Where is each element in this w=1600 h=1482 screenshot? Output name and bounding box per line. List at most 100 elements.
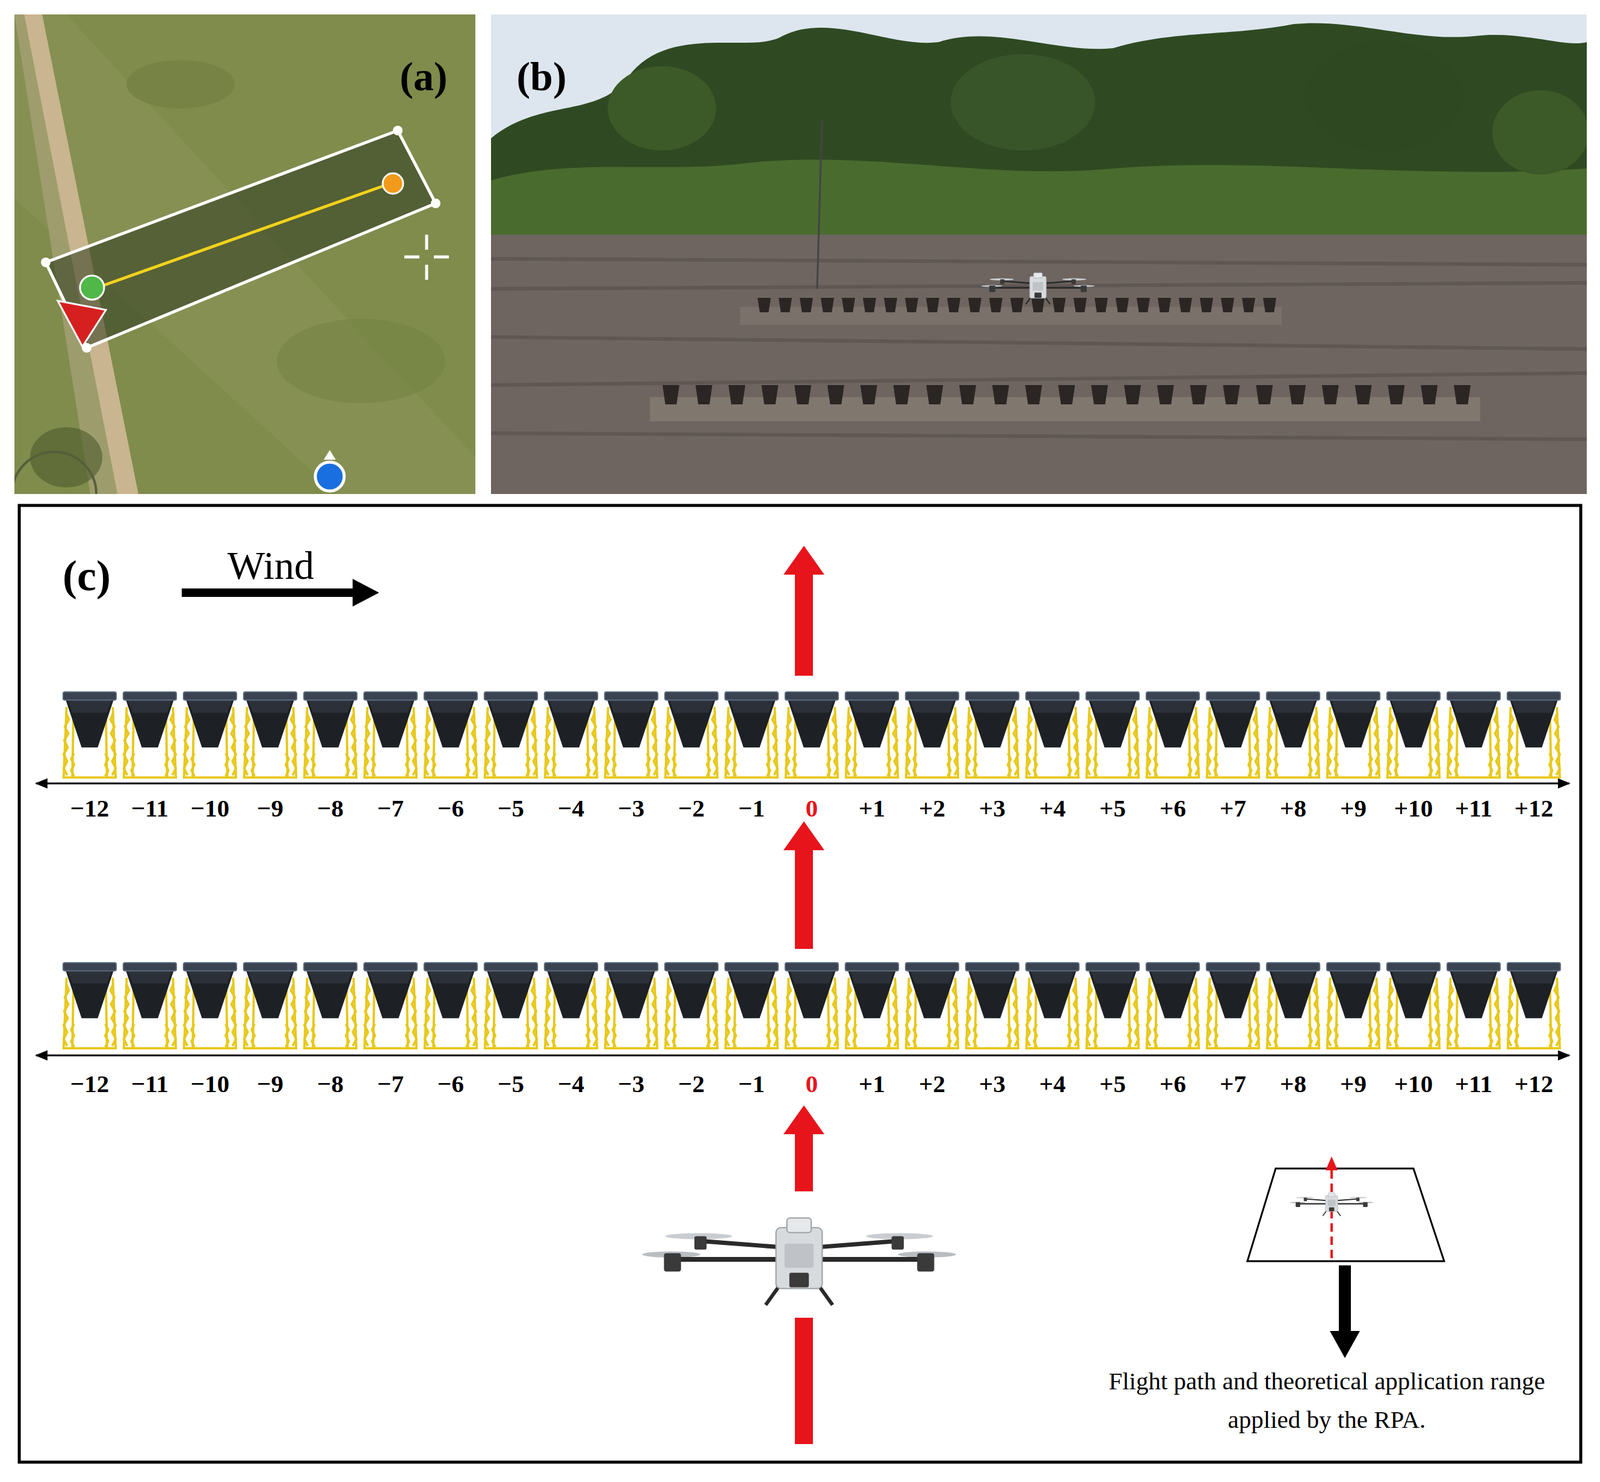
position-number: 0: [805, 1070, 819, 1098]
panel-letter: (a): [399, 54, 448, 100]
position-number: −8: [317, 794, 344, 822]
collector: [604, 962, 659, 1049]
position-number: −1: [738, 794, 765, 822]
collector: [784, 691, 839, 778]
collector: [1326, 691, 1381, 778]
photo-collector: [947, 297, 961, 313]
collector: [182, 962, 238, 1049]
collector-rows: [62, 691, 1561, 1049]
collector: [483, 962, 538, 1049]
photo-collector: [1136, 297, 1150, 313]
photo-collector: [1241, 297, 1256, 313]
position-number: −5: [497, 794, 525, 822]
collector: [423, 962, 478, 1049]
position-number: +4: [1039, 1070, 1066, 1098]
photo-collector: [1073, 297, 1087, 313]
collector: [1205, 691, 1261, 778]
panel-letter: (b): [516, 54, 567, 100]
wind-label: Wind: [227, 543, 315, 588]
photo-collector: [862, 297, 877, 313]
position-number: +6: [1159, 794, 1187, 822]
photo-collector: [1288, 385, 1306, 405]
photo-collector: [905, 297, 919, 313]
position-number: +5: [1099, 794, 1126, 822]
photo-collector: [827, 385, 845, 405]
collector: [965, 962, 1020, 1049]
collector: [1266, 962, 1321, 1049]
photo-collector: [1263, 297, 1277, 313]
position-number: −3: [617, 794, 645, 822]
position-number: +7: [1219, 1070, 1247, 1098]
photo-collector: [968, 297, 982, 313]
position-number: −4: [557, 794, 585, 822]
position-number: −11: [131, 1070, 169, 1098]
collector: [1205, 962, 1261, 1049]
collector: [1506, 691, 1561, 778]
collector: [1326, 962, 1381, 1049]
photo-collector: [1031, 297, 1045, 313]
position-number: +12: [1514, 1070, 1554, 1098]
position-number: +11: [1454, 794, 1493, 822]
collector: [784, 962, 839, 1049]
photo-collector: [1052, 297, 1066, 313]
position-number: +2: [918, 1070, 946, 1098]
collector: [905, 962, 960, 1049]
position-number: +8: [1279, 1070, 1307, 1098]
position-number: +10: [1394, 794, 1433, 822]
photo-collector: [1157, 385, 1174, 405]
collector: [1266, 691, 1321, 778]
collector: [1145, 691, 1200, 778]
photo-collector: [926, 385, 943, 405]
position-number: −7: [377, 794, 404, 822]
collector: [1446, 962, 1501, 1049]
inset-caption: Flight path and theoretical application …: [1086, 1362, 1568, 1439]
photo-collector: [1355, 385, 1372, 405]
position-number: +9: [1340, 794, 1367, 822]
position-number: −6: [437, 1070, 464, 1098]
photo-collector: [926, 297, 940, 313]
position-axis: [36, 783, 1570, 1056]
photo-collector: [1453, 385, 1471, 405]
photo-collector: [860, 385, 878, 405]
photo-collector: [1322, 385, 1339, 405]
collector: [543, 962, 599, 1049]
position-number: −9: [256, 1070, 284, 1098]
collector: [303, 691, 358, 778]
position-number: −2: [678, 1070, 705, 1098]
photo-collector: [1010, 297, 1024, 313]
position-number: −3: [617, 1070, 645, 1098]
photo-collector: [1058, 385, 1076, 405]
photo-collector: [841, 297, 856, 313]
position-number: +11: [1454, 1070, 1493, 1098]
collector: [423, 691, 478, 778]
photo-collector: [1220, 297, 1235, 313]
photo-collector: [1178, 297, 1193, 313]
collector: [1446, 691, 1501, 778]
photo-collector: [1124, 385, 1141, 405]
position-number: −11: [131, 794, 169, 822]
position-number: −10: [190, 794, 230, 822]
position-number: +12: [1514, 794, 1554, 822]
collector: [243, 691, 298, 778]
drone-illustration: [642, 1217, 957, 1306]
application-range-inset: [1247, 1156, 1445, 1359]
photo-collector: [1090, 385, 1108, 405]
collector: [1085, 691, 1140, 778]
collector: [62, 962, 117, 1049]
photo-collector: [893, 385, 911, 405]
photo-collector: [799, 297, 813, 313]
photo-collector: [1255, 385, 1273, 405]
collector: [122, 962, 177, 1049]
position-number: +3: [979, 794, 1006, 822]
photo-collector: [1094, 297, 1108, 313]
photo-collector: [1199, 297, 1214, 313]
collector: [1386, 691, 1441, 778]
position-number: −1: [738, 1070, 765, 1098]
position-number: +7: [1219, 794, 1247, 822]
photo-collector: [992, 385, 1010, 405]
photo-collector: [757, 297, 771, 313]
collector: [844, 962, 899, 1049]
field-photo: [491, 14, 1589, 495]
collector: [363, 691, 418, 778]
